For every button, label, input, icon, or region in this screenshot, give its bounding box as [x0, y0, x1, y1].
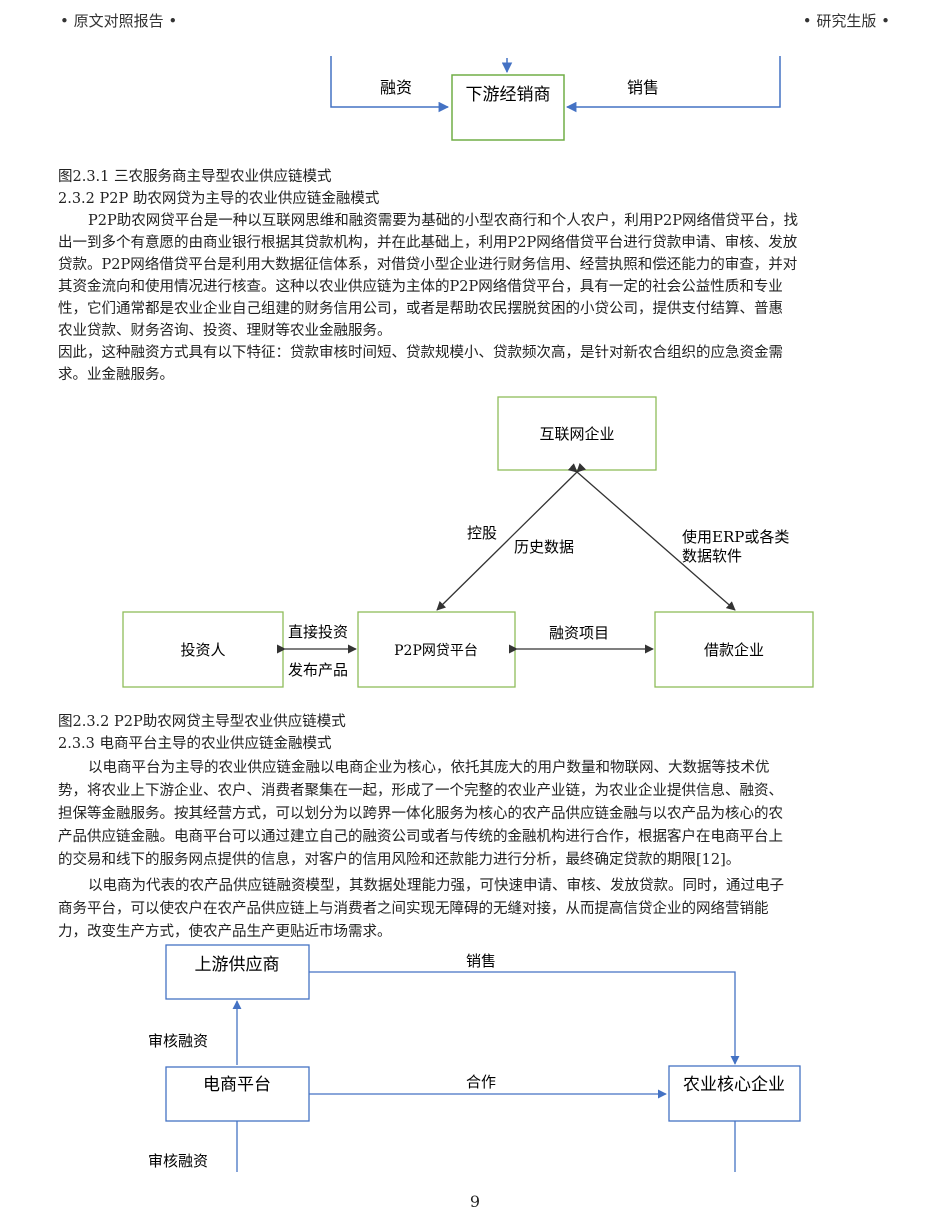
- box-upstream-supplier: [165, 944, 310, 1000]
- box-downstream: [451, 74, 565, 141]
- arrow-right-sales: [565, 56, 781, 113]
- paragraph-line: P2P助农网贷平台是一种以互联网思维和融资需要为基础的小型农商行和个人农户，利用…: [88, 213, 798, 229]
- arrow-left-financing: [330, 56, 450, 113]
- label-sales: 销售: [627, 78, 659, 97]
- box-ecommerce-platform: [165, 1066, 310, 1122]
- box-borrower-label: 借款企业: [704, 641, 764, 659]
- label-financing: 融资: [380, 78, 412, 97]
- paragraph-line: 的交易和线下的服务网点提供的信息，对客户的信用风险和还款能力进行分析，最终确定贷…: [58, 852, 741, 868]
- box-p2p-platform: [357, 611, 516, 688]
- box-investor: [122, 611, 284, 688]
- paragraph-line: 以电商为代表的农产品供应链融资模型，其数据处理能力强，可快速申请、审核、发放贷款…: [88, 878, 784, 894]
- label-cooperation: 合作: [466, 1073, 496, 1091]
- box-downstream-label: 下游经销商: [466, 85, 551, 105]
- box-upstream-supplier-label: 上游供应商: [195, 955, 280, 975]
- figure-caption-2: 图2.3.2 P2P助农网贷主导型农业供应链模式: [58, 714, 346, 730]
- label-erp-line2: 数据软件: [682, 547, 742, 565]
- arrow-sales: [309, 971, 740, 1065]
- paragraph-line: 因此，这种融资方式具有以下特征：贷款审核时间短、贷款规模小、贷款频次高，是针对新…: [58, 345, 783, 361]
- box-borrower: [654, 611, 814, 688]
- label-control: 控股: [467, 524, 497, 542]
- paragraph-line: 出一到多个有意愿的由商业银行根据其贷款机构，并在此基础上，利用P2P网络借贷平台…: [58, 235, 798, 251]
- label-erp-line1: 使用ERP或各类: [682, 528, 789, 546]
- box-investor-label: 投资人: [180, 641, 225, 659]
- paragraph-line: 农业贷款、财务咨询、投资、理财等农业金融服务。: [58, 323, 392, 339]
- label-history-data: 历史数据: [514, 538, 574, 556]
- section-heading-2-3-2: 2.3.2 P2P 助农网贷为主导的农业供应链金融模式: [58, 191, 380, 207]
- page-number: 9: [469, 1192, 481, 1211]
- figure-caption-1: 图2.3.1 三农服务商主导型农业供应链模式: [58, 169, 332, 185]
- header-right: • 研究生版 •: [802, 12, 890, 30]
- paragraph-line: 以电商平台为主导的农业供应链金融以电商企业为核心，依托其庞大的用户数量和物联网、…: [88, 760, 770, 776]
- paragraph-line: 势，将农业上下游企业、农户、消费者聚集在一起，形成了一个完整的农业产业链，为农业…: [58, 783, 783, 799]
- box-internet-company-label: 互联网企业: [539, 425, 614, 443]
- header-left: • 原文对照报告 •: [60, 12, 178, 30]
- paragraph-line: 力，改变生产方式，使农产品生产更贴近市场需求。: [58, 924, 392, 940]
- paragraph-line: 其资金流向和使用情况进行核查。这种以农业供应链为主体的P2P网络借贷平台，具有一…: [58, 279, 783, 295]
- paragraph-line: 求。业金融服务。: [58, 367, 174, 383]
- label-publish-product: 发布产品: [288, 661, 348, 679]
- label-audit-financing-1: 审核融资: [148, 1032, 208, 1050]
- box-core-enterprise: [668, 1065, 801, 1122]
- paragraph-line: 产品供应链金融。电商平台可以通过建立自己的融资公司或者与传统的金融机构进行合作，…: [58, 829, 783, 845]
- label-direct-invest: 直接投资: [288, 623, 348, 641]
- box-ecommerce-platform-label: 电商平台: [203, 1075, 271, 1095]
- paragraph-line: 性，它们通常都是农业企业自己组建的财务信用公司，或者是帮助农民摆脱贫困的小贷公司…: [58, 301, 783, 317]
- box-core-enterprise-label: 农业核心企业: [683, 1075, 785, 1095]
- paragraph-line: 担保等金融服务。按其经营方式，可以划分为以跨界一体化服务为核心的农产品供应链金融…: [58, 806, 783, 822]
- label-sales: 销售: [466, 952, 496, 970]
- paragraph-line: 商务平台，可以使农户在农产品供应链上与消费者之间实现无障碍的无缝对接，从而提高信…: [58, 901, 769, 917]
- paragraph-line: 贷款。P2P网络借贷平台是利用大数据征信体系，对借贷小型企业进行财务信用、经营执…: [58, 257, 798, 273]
- label-audit-financing-2: 审核融资: [148, 1152, 208, 1170]
- arrow-internet-borrower: [567, 463, 736, 611]
- box-internet-company: [497, 396, 657, 471]
- section-heading-2-3-3: 2.3.3 电商平台主导的农业供应链金融模式: [58, 736, 332, 752]
- arrow-internet-p2p: [436, 463, 587, 611]
- label-financing-project: 融资项目: [549, 624, 609, 642]
- box-p2p-platform-label: P2P网贷平台: [394, 643, 478, 659]
